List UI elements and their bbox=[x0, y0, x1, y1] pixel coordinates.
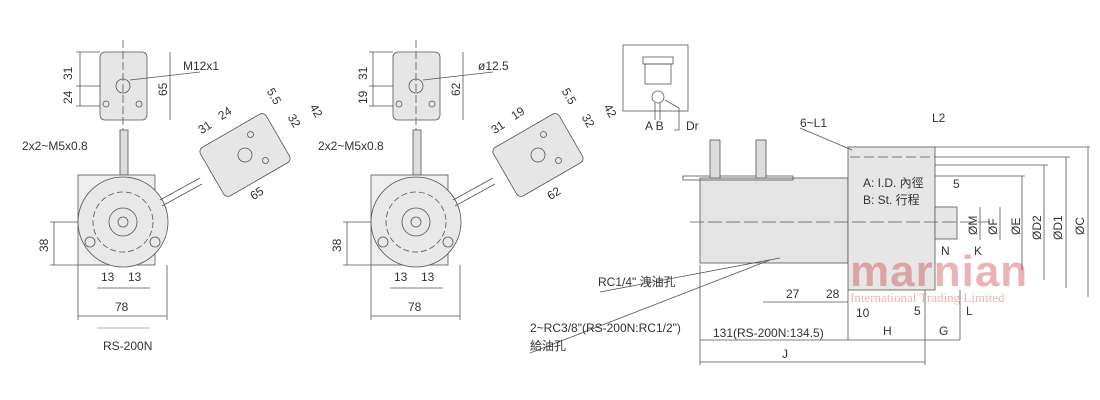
note-stroke: B: St. 行程 bbox=[863, 193, 920, 207]
dim-center-38: 38 bbox=[37, 238, 51, 252]
view-rs150-geometry bbox=[343, 40, 584, 320]
hydraulic-schematic bbox=[622, 44, 689, 131]
watermark-sub: International Trading Limited bbox=[850, 290, 1005, 305]
dim-13-right: 13 bbox=[128, 270, 142, 284]
dim-plate-height: 65 bbox=[156, 82, 170, 96]
dim-top-31: 31 bbox=[356, 66, 370, 80]
dim-5-bottom: 5 bbox=[914, 304, 921, 318]
dim-top-19: 19 bbox=[356, 90, 370, 104]
dia-d2: ØD2 bbox=[1030, 215, 1044, 240]
model-label: RS-200N bbox=[103, 339, 153, 353]
port-a-b-label: A B bbox=[645, 119, 664, 133]
note-id: A: I.D. 內徑 bbox=[863, 176, 924, 190]
dim-top-31: 31 bbox=[61, 66, 75, 80]
dia-f: ØF bbox=[986, 218, 1000, 235]
dim-5-top: 5 bbox=[953, 177, 960, 191]
dim-13-left: 13 bbox=[101, 270, 115, 284]
l2-label: L2 bbox=[932, 111, 946, 125]
dim-width-78: 78 bbox=[408, 300, 422, 314]
dim-27: 27 bbox=[786, 287, 800, 301]
dim-10: 10 bbox=[856, 306, 870, 320]
watermark-brand: marnian bbox=[850, 247, 1029, 296]
hole-label: ø12.5 bbox=[478, 59, 509, 73]
thread-label: M12x1 bbox=[183, 59, 220, 73]
l-label: L bbox=[966, 304, 973, 318]
g-label: G bbox=[939, 324, 949, 338]
supply-port-cn: 給油孔 bbox=[530, 339, 567, 353]
dim-center-38: 38 bbox=[330, 238, 344, 252]
mount-screws-label: 2x2~M5x0.8 bbox=[318, 139, 384, 153]
view-rs200-geometry bbox=[50, 40, 291, 329]
mount-screws-label: 2x2~M5x0.8 bbox=[22, 139, 88, 153]
j-label: J bbox=[782, 347, 788, 361]
section-view-geometry bbox=[529, 127, 1090, 365]
supply-port-label: 2~RC3/8"(RS-200N:RC1/2") bbox=[530, 321, 681, 335]
dia-c: ØC bbox=[1073, 217, 1087, 235]
dim-plate-height: 62 bbox=[449, 82, 463, 96]
watermark-logo: marnian International Trading Limited bbox=[850, 247, 1029, 306]
n-label: N bbox=[941, 244, 950, 258]
dim-13-left: 13 bbox=[394, 270, 408, 284]
dim-13-right: 13 bbox=[421, 270, 435, 284]
drain-port-label: RC1/4" 洩油孔 bbox=[598, 275, 676, 289]
dim-width-78: 78 bbox=[115, 300, 129, 314]
k-label: K bbox=[974, 244, 983, 258]
h-label: H bbox=[883, 324, 892, 338]
dim-28: 28 bbox=[826, 287, 840, 301]
drain-label: Dr bbox=[686, 119, 699, 133]
dia-d1: ØD1 bbox=[1051, 215, 1065, 240]
dia-e: ØE bbox=[1009, 217, 1023, 235]
length-131: 131(RS-200N:134.5) bbox=[713, 326, 824, 340]
dia-m: ØM bbox=[966, 215, 980, 235]
bolts-label: 6~L1 bbox=[800, 116, 828, 130]
dim-top-24: 24 bbox=[61, 90, 75, 104]
